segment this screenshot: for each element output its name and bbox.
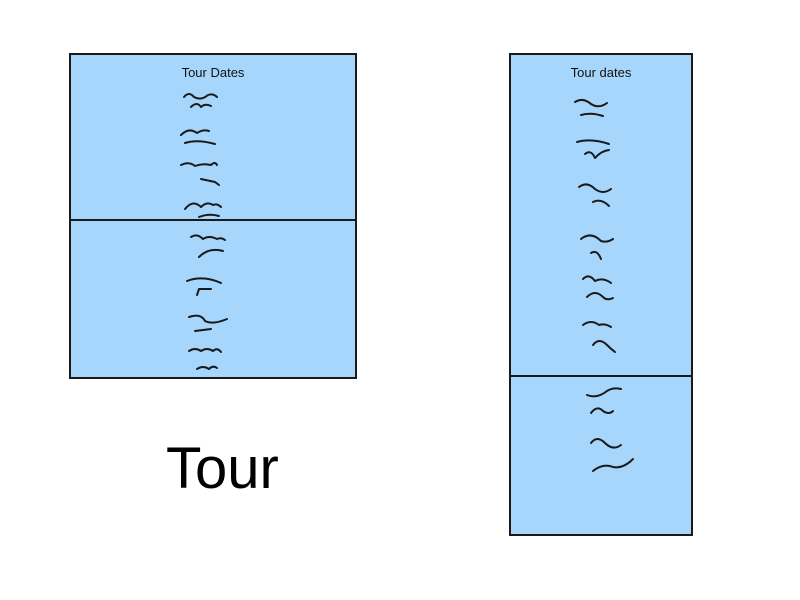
scribble-icon <box>590 250 602 260</box>
left-tour-dates-panel: Tour Dates <box>69 53 357 379</box>
scribble-icon <box>198 213 220 218</box>
scribble-icon <box>586 292 614 301</box>
scribble-icon <box>196 365 218 370</box>
scribble-icon <box>190 234 226 241</box>
left-panel-title: Tour Dates <box>181 65 245 80</box>
scribble-icon <box>590 407 614 414</box>
scribble-icon <box>180 129 210 136</box>
scribble-icon <box>184 202 222 210</box>
scribble-icon <box>590 438 622 449</box>
right-panel-divider <box>511 375 691 377</box>
scribble-icon <box>586 387 622 398</box>
scribble-icon <box>200 178 220 186</box>
scribble-icon <box>592 199 610 207</box>
scribble-icon <box>574 98 608 108</box>
scribble-icon <box>194 328 212 332</box>
scribble-icon <box>576 139 610 145</box>
scribble-icon <box>582 275 612 284</box>
scribble-icon <box>186 277 222 284</box>
left-scribbles <box>180 93 228 370</box>
right-tour-dates-panel: Tour dates <box>509 53 693 536</box>
scribble-icon <box>184 140 216 145</box>
scribble-icon <box>180 162 218 167</box>
scribble-icon <box>196 288 212 296</box>
scribble-icon <box>592 340 616 353</box>
scribble-icon <box>183 93 218 100</box>
scribble-icon <box>580 112 604 117</box>
scribble-icon <box>592 458 634 472</box>
right-scribbles <box>574 98 634 472</box>
scribble-icon <box>188 348 222 353</box>
scribble-icon <box>580 234 614 243</box>
tour-heading: Tour <box>166 436 279 501</box>
scribble-icon <box>198 248 224 258</box>
scribble-icon <box>578 183 612 193</box>
right-panel-title: Tour dates <box>570 65 632 80</box>
scribble-icon <box>188 314 228 324</box>
left-panel-divider <box>71 219 355 221</box>
scribble-icon <box>584 149 610 159</box>
scribble-icon <box>582 321 612 328</box>
scribble-icon <box>190 103 212 108</box>
